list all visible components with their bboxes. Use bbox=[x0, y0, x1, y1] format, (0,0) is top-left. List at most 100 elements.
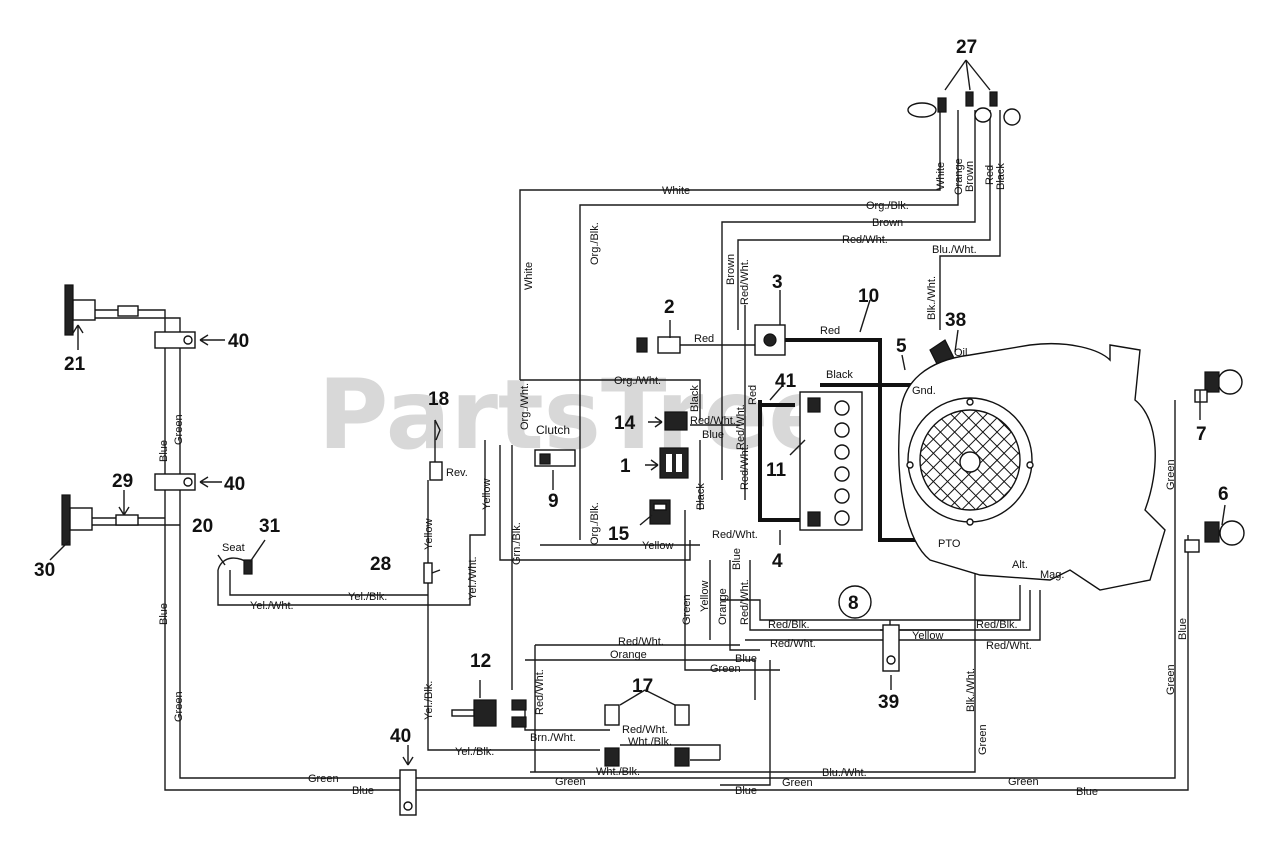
wl-brown-vert: Brown bbox=[725, 254, 737, 285]
callout-21: 21 bbox=[64, 354, 86, 375]
switch-12 bbox=[451, 699, 527, 728]
wl-green-bottom1: Green bbox=[308, 773, 339, 785]
seat-switch-20 bbox=[217, 557, 253, 575]
wl-yelwht-seat: Yel./Wht. bbox=[250, 600, 294, 612]
wl-green-bottom4: Green bbox=[1008, 776, 1039, 788]
wl-red-10: Red bbox=[820, 325, 840, 337]
wl-blue-left: Blue bbox=[158, 440, 170, 462]
engine bbox=[898, 342, 1166, 591]
wl-green-lower: Green bbox=[710, 663, 741, 675]
callout-17: 17 bbox=[632, 676, 653, 697]
label-rev: Rev. bbox=[446, 467, 468, 479]
wl-green-vert: Green bbox=[681, 594, 693, 625]
wl-blue-right: Blue bbox=[1177, 618, 1189, 640]
switch-39 bbox=[882, 624, 900, 672]
wl-redwht-r2: Red/Wht. bbox=[986, 640, 1032, 652]
wl-redwht-r: Red/Wht. bbox=[770, 638, 816, 650]
headlight-30 bbox=[61, 494, 139, 546]
callout-39: 39 bbox=[878, 692, 899, 713]
callout-31: 31 bbox=[259, 516, 281, 537]
callout-numbers: 27 2 3 10 38 5 41 18 14 1 9 11 15 4 8 39… bbox=[34, 37, 1229, 747]
wl-blue-14: Blue bbox=[702, 429, 724, 441]
wl-brown-top: Brown bbox=[872, 217, 903, 229]
lamps-17 bbox=[604, 704, 690, 767]
reverse-switch-18 bbox=[429, 419, 443, 481]
wl-redblk-r: Red/Blk. bbox=[768, 619, 810, 631]
callout-11: 11 bbox=[766, 460, 787, 481]
wl-yelwht-28: Yel./Wht. bbox=[467, 556, 479, 600]
callout-38: 38 bbox=[945, 310, 966, 331]
callout-7: 7 bbox=[1196, 424, 1207, 445]
wl-redwht-vert4: Red/Wht. bbox=[739, 579, 751, 625]
callout-18: 18 bbox=[428, 389, 449, 410]
callout-8: 8 bbox=[848, 593, 859, 614]
callout-6: 6 bbox=[1218, 484, 1229, 505]
callout-40-lower: 40 bbox=[390, 726, 411, 747]
wl-orgwht-vert: Org./Wht. bbox=[519, 383, 531, 430]
wl-whtblk-17: Wht./Blk. bbox=[628, 736, 672, 748]
wl-redwht-vert2: Red/Wht. bbox=[735, 404, 747, 450]
callout-30: 30 bbox=[34, 560, 55, 581]
wl-27-white: White bbox=[935, 162, 947, 190]
wl-red-41: Red bbox=[747, 385, 759, 405]
wl-27-red: Red bbox=[984, 165, 996, 185]
callout-15: 15 bbox=[608, 524, 630, 545]
wl-redwht-15: Red/Wht. bbox=[712, 529, 758, 541]
callout-circle-8 bbox=[838, 585, 872, 619]
wl-green-right: Green bbox=[1165, 459, 1177, 490]
wl-orgblk-vert: Org./Blk. bbox=[589, 222, 601, 265]
wl-redwht-14: Red/Wht. bbox=[690, 415, 736, 427]
wl-redwht-top: Red/Wht. bbox=[842, 234, 888, 246]
callout-4: 4 bbox=[772, 551, 783, 572]
callout-29: 29 bbox=[112, 471, 133, 492]
wl-27-orange: Orange bbox=[953, 158, 965, 195]
connector-2 bbox=[636, 336, 681, 354]
wl-orgblk-lower: Org./Blk. bbox=[589, 502, 601, 545]
wl-bluwht-bottom: Blu./Wht. bbox=[822, 767, 867, 779]
wl-orange-vert: Orange bbox=[717, 588, 729, 625]
wl-green-vert-r: Green bbox=[977, 724, 989, 755]
headlight-21 bbox=[64, 284, 139, 336]
callout-2: 2 bbox=[664, 297, 675, 318]
wl-black-5: Black bbox=[826, 369, 853, 381]
wl-orgblk-top: Org./Blk. bbox=[866, 200, 909, 212]
wl-redwht-12: Red/Wht. bbox=[534, 669, 546, 715]
wl-yellow-18b: Yellow bbox=[481, 479, 493, 510]
battery-11 bbox=[799, 391, 863, 531]
wl-redwht-vert: Red/Wht. bbox=[739, 259, 751, 305]
wl-blue-lower: Blue bbox=[735, 653, 757, 665]
wl-green-left2: Green bbox=[173, 691, 185, 722]
callout-27: 27 bbox=[956, 37, 977, 58]
wl-blue-bottom2: Blue bbox=[735, 785, 757, 797]
callout-20: 20 bbox=[192, 516, 213, 537]
clutch-switch-9 bbox=[534, 449, 576, 467]
callout-arrows bbox=[49, 290, 1226, 766]
taillight-7 bbox=[1194, 369, 1243, 403]
wl-blue-vert-15: Blue bbox=[731, 548, 743, 570]
label-gnd: Gnd. bbox=[912, 385, 936, 397]
wl-whtblk-lower: Wht./Blk. bbox=[596, 766, 640, 778]
wl-bluwht-top: Blu./Wht. bbox=[932, 244, 977, 256]
callout-40-middle: 40 bbox=[224, 474, 245, 495]
solenoid-3 bbox=[754, 324, 786, 356]
wl-black-vert: Black bbox=[689, 385, 701, 412]
label-alt: Alt. bbox=[1012, 559, 1028, 571]
component-labels: Clutch Rev. Seat Oil Gnd. PTO Alt. Mag. bbox=[222, 347, 1064, 581]
connector-28 bbox=[423, 562, 433, 584]
wl-orgwht-mid: Org./Wht. bbox=[614, 375, 661, 387]
wl-grnblk: Grn./Blk. bbox=[511, 522, 523, 565]
wl-blkwht-38: Blk./Wht. bbox=[926, 276, 938, 320]
callout-9: 9 bbox=[548, 491, 559, 512]
wl-orange-lower: Orange bbox=[610, 649, 647, 661]
wire-clip-40-upper bbox=[154, 331, 196, 349]
callout-1: 1 bbox=[620, 456, 631, 477]
watermark: PartsTree bbox=[318, 359, 833, 471]
wire-labels: White Org./Blk. Brown Red/Wht. Blu./Wht.… bbox=[158, 158, 1189, 798]
wl-blue-left2: Blue bbox=[158, 603, 170, 625]
callout-41: 41 bbox=[775, 371, 797, 392]
callout-40-upper: 40 bbox=[228, 331, 249, 352]
callout-14: 14 bbox=[614, 413, 636, 434]
wl-brnwht: Brn./Wht. bbox=[530, 732, 576, 744]
label-pto: PTO bbox=[938, 538, 961, 550]
